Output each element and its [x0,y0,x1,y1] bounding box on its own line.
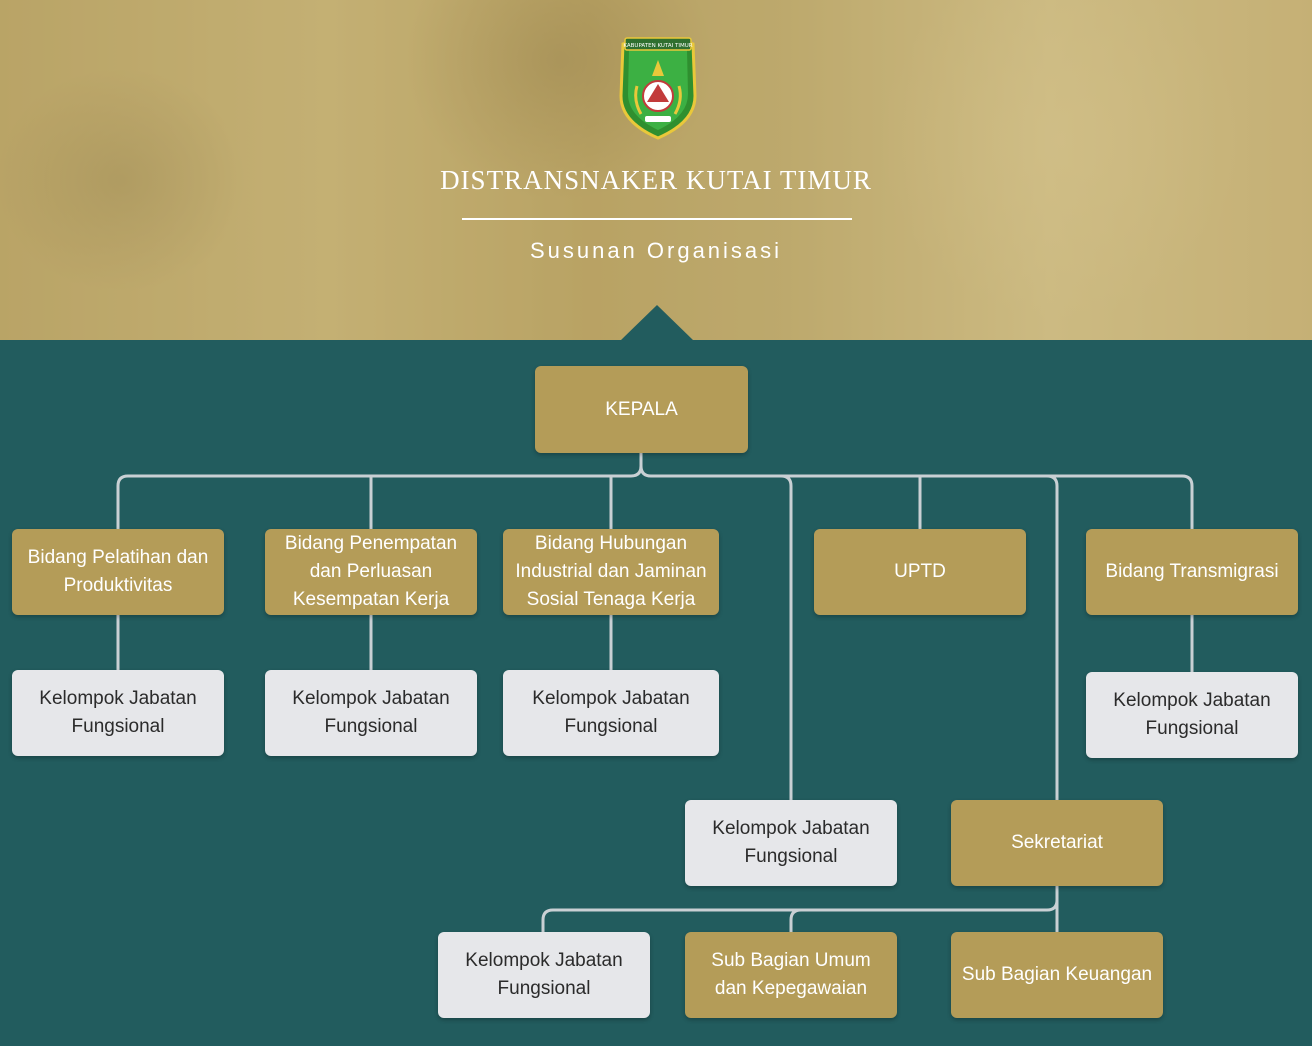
org-box-label: Bidang Pelatihan dan Produktivitas [27,547,209,596]
org-box-label: KEPALA [605,398,678,420]
org-box-kjf-hubungan: Kelompok Jabatan Fungsional [503,670,719,756]
org-box-bidang-transmigrasi: Bidang Transmigrasi [1086,529,1298,615]
org-box-kjf-kepala: Kelompok Jabatan Fungsional [685,800,897,886]
org-box-bidang-hubungan: Bidang Hubungan Industrial dan Jaminan S… [503,529,719,615]
org-box-kepala: KEPALA [535,366,748,453]
org-box-label: Kelompok Jabatan Fungsional [39,688,197,737]
org-box-label: Kelompok Jabatan Fungsional [532,688,690,737]
org-box-label: Bidang Hubungan Industrial dan Jaminan S… [515,533,707,610]
org-box-sekretariat: Sekretariat [951,800,1163,886]
page-subtitle: Susunan Organisasi [529,238,783,263]
org-box-label: Bidang Penempatan dan Perluasan Kesempat… [284,533,458,610]
org-box-bidang-penempatan: Bidang Penempatan dan Perluasan Kesempat… [265,529,477,615]
org-box-kjf-pelatihan: Kelompok Jabatan Fungsional [12,670,224,756]
header-pointer-arrow [620,305,694,341]
org-box-label: Sekretariat [1011,832,1103,853]
org-box-label: Kelompok Jabatan Fungsional [1113,690,1271,739]
org-box-label: Kelompok Jabatan Fungsional [292,688,450,737]
kutai-timur-emblem-icon: KABUPATEN KUTAI TIMUR [619,37,697,140]
org-box-bidang-pelatihan: Bidang Pelatihan dan Produktivitas [12,529,224,615]
org-box-subbag-umum: Sub Bagian Umum dan Kepegawaian [685,932,897,1018]
emblem-text: KABUPATEN KUTAI TIMUR [623,43,692,49]
org-box-label: Kelompok Jabatan Fungsional [465,950,623,999]
title-divider [462,218,852,220]
org-box-uptd: UPTD [814,529,1026,615]
org-box-kjf-sekretariat: Kelompok Jabatan Fungsional [438,932,650,1018]
org-box-label: Kelompok Jabatan Fungsional [712,818,870,867]
org-box-label: UPTD [894,561,946,582]
org-box-label: Bidang Transmigrasi [1105,561,1279,582]
org-box-kjf-transmigrasi: Kelompok Jabatan Fungsional [1086,672,1298,758]
org-box-label: Sub Bagian Umum dan Kepegawaian [711,950,871,999]
org-box-subbag-keuangan: Sub Bagian Keuangan [951,932,1163,1018]
org-box-label: Sub Bagian Keuangan [961,964,1153,985]
org-box-kjf-penempatan: Kelompok Jabatan Fungsional [265,670,477,756]
page-title: DISTRANSNAKER KUTAI TIMUR [440,165,872,195]
